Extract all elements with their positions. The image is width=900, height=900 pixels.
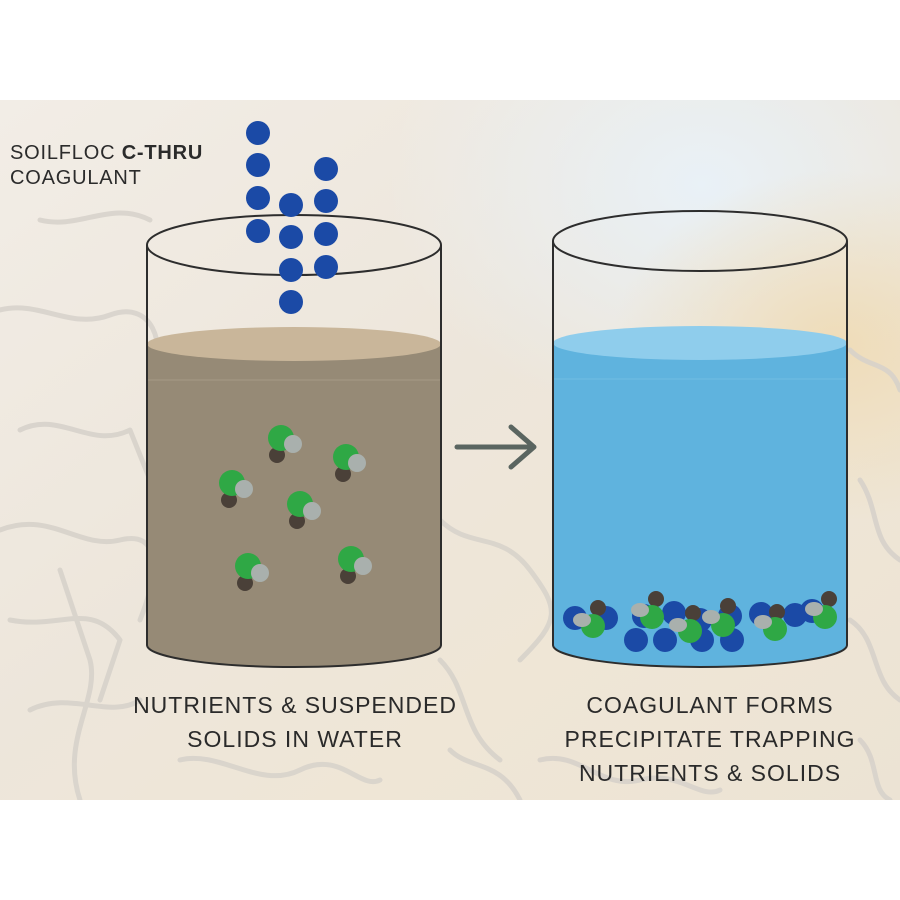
suspended-particle: [333, 444, 366, 482]
suspended-particle: [287, 491, 321, 529]
coagulant-drop: [279, 290, 303, 314]
left-beaker: [146, 214, 442, 668]
right-beaker-caption: COAGULANT FORMS PRECIPITATE TRAPPING NUT…: [510, 688, 900, 790]
suspended-particle: [219, 470, 253, 508]
right-caption-line: PRECIPITATE TRAPPING: [564, 726, 856, 752]
left-caption-line: NUTRIENTS & SUSPENDED: [133, 692, 457, 718]
right-caption-line: COAGULANT FORMS: [586, 692, 834, 718]
coagulant-drop: [314, 255, 338, 279]
coagulant-product: C-THRU: [121, 142, 204, 164]
right-arrow-icon: [454, 424, 537, 470]
clear-water: [553, 343, 847, 667]
coagulant-drop: [279, 193, 303, 217]
right-beaker-rim: [552, 210, 848, 272]
settled-precipitate: [563, 591, 837, 652]
left-caption-line: SOLIDS IN WATER: [187, 726, 403, 752]
coagulant-drop: [314, 222, 338, 246]
coagulant-label: SOILFLOC C-THRU COAGULANT: [10, 141, 203, 191]
coagulant-drop: [246, 219, 270, 243]
coagulant-drop: [246, 186, 270, 210]
suspended-particle: [235, 553, 269, 591]
coagulant-drop: [314, 189, 338, 213]
muddy-water-surface: [147, 327, 441, 361]
coagulant-drop: [314, 157, 338, 181]
coagulant-brand: SOILFLOC: [10, 142, 122, 164]
clear-water-surface: [553, 326, 847, 360]
left-beaker-caption: NUTRIENTS & SUSPENDED SOLIDS IN WATER: [90, 688, 500, 756]
coagulant-drop: [246, 153, 270, 177]
right-caption-line: NUTRIENTS & SOLIDS: [578, 760, 842, 786]
coagulant-drop: [279, 225, 303, 249]
right-beaker: [552, 210, 848, 668]
coagulant-drops: [246, 121, 338, 314]
coagulant-type: COAGULANT: [10, 167, 142, 189]
suspended-particle: [338, 546, 372, 584]
coagulant-drop: [246, 121, 270, 145]
suspended-particle: [268, 425, 302, 463]
coagulant-drop: [279, 258, 303, 282]
